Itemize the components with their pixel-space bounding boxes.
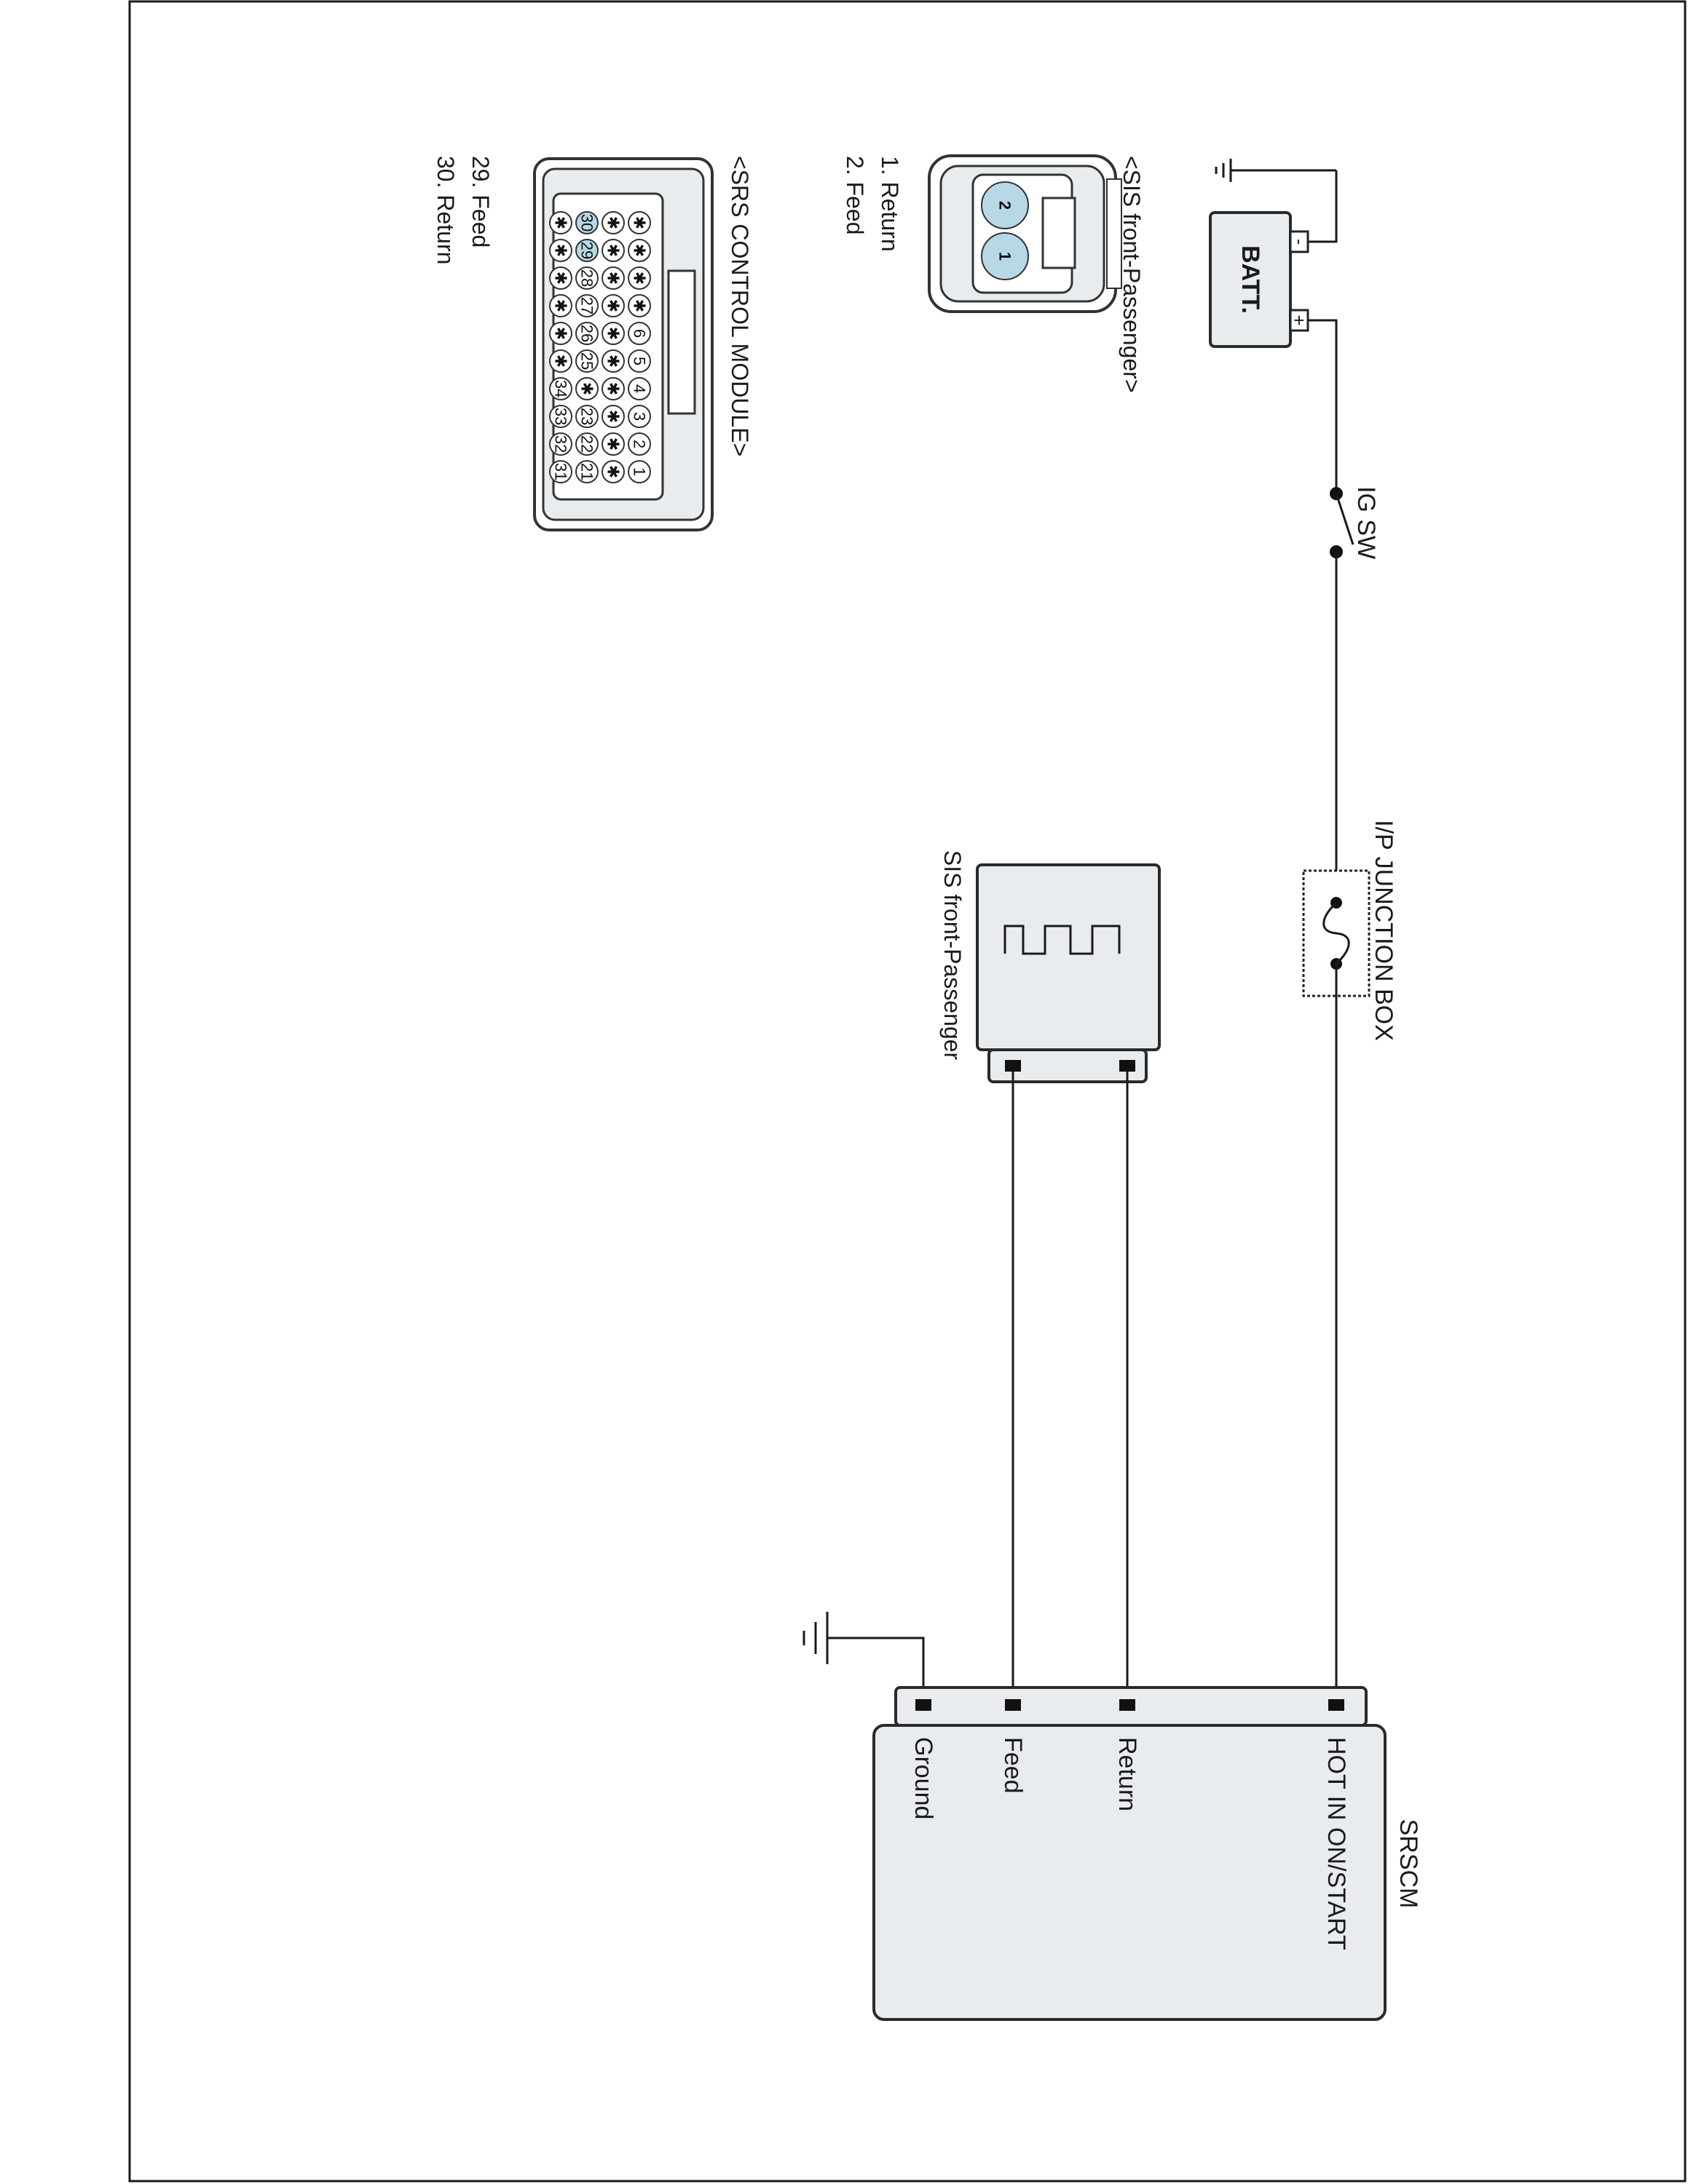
srscm-ground-icon — [802, 1612, 925, 1705]
srs-connector-pin-29: 29. Feed — [468, 156, 494, 248]
svg-text:✱: ✱ — [631, 244, 649, 257]
svg-text:✱: ✱ — [552, 355, 570, 368]
sis-cavity-1 — [981, 232, 1029, 280]
svg-text:✱: ✱ — [631, 299, 649, 312]
ignition-switch — [1330, 487, 1354, 558]
svg-text:✱: ✱ — [604, 244, 623, 257]
battery: BATT. - + — [1209, 211, 1310, 348]
svg-text:✱: ✱ — [552, 244, 570, 257]
svg-text:✱: ✱ — [552, 299, 570, 312]
svg-text:✱: ✱ — [631, 272, 649, 285]
svg-text:28: 28 — [578, 269, 596, 287]
svg-text:29: 29 — [578, 242, 596, 259]
svg-text:5: 5 — [631, 357, 649, 365]
battery-positive-label: + — [1288, 314, 1310, 325]
ip-junction-box-label: I/P JUNCTION BOX — [1370, 820, 1397, 1041]
svg-text:4: 4 — [631, 384, 649, 393]
srs-cavity-30 — [575, 211, 599, 234]
svg-text:✱: ✱ — [604, 272, 623, 285]
srscm-title: SRSCM — [1395, 1819, 1422, 1909]
svg-text:✱: ✱ — [604, 382, 623, 395]
sis-front-passenger-component — [976, 863, 1161, 1083]
wire-batt-pos — [1307, 319, 1338, 494]
sis-connector-pin-2: 2. Feed — [842, 156, 868, 235]
srscm-pin-ground: Ground — [910, 1737, 937, 1819]
wire-batt-neg — [1307, 170, 1338, 243]
svg-text:34: 34 — [552, 380, 570, 397]
sis-cavity-2 — [981, 181, 1029, 229]
svg-text:✱: ✱ — [604, 465, 623, 478]
svg-text:✱: ✱ — [631, 216, 649, 229]
svg-text:26: 26 — [578, 325, 596, 342]
svg-text:27: 27 — [578, 297, 596, 314]
svg-text:22: 22 — [578, 435, 596, 453]
svg-text:✱: ✱ — [552, 327, 570, 340]
srs-connector-title: <SRS CONTROL MODULE> — [727, 156, 753, 456]
svg-text:1: 1 — [631, 467, 649, 476]
svg-text:33: 33 — [552, 408, 570, 425]
sis-component-label: SIS front-Passenger — [939, 850, 966, 1060]
svg-text:✱: ✱ — [604, 327, 623, 340]
srscm-pin-feed: Feed — [999, 1737, 1027, 1794]
svg-text:✱: ✱ — [604, 410, 623, 423]
srscm-pin-return: Return — [1113, 1737, 1141, 1811]
svg-text:✱: ✱ — [604, 216, 623, 229]
svg-text:✱: ✱ — [552, 216, 570, 229]
srscm-pin-hot: HOT IN ON/START — [1322, 1737, 1350, 1950]
svg-text:25: 25 — [578, 352, 596, 370]
sis-cavity-1-label: 1 — [996, 252, 1014, 261]
battery-ground-icon — [1215, 159, 1336, 182]
svg-text:2: 2 — [631, 440, 649, 448]
svg-text:3: 3 — [631, 412, 649, 421]
srs-cavity-29 — [575, 239, 599, 262]
page-border — [128, 0, 1687, 2183]
svg-text:23: 23 — [578, 408, 596, 425]
svg-text:32: 32 — [552, 435, 570, 453]
svg-text:30: 30 — [578, 214, 596, 232]
svg-text:6: 6 — [631, 329, 649, 338]
srs-connector-view: ✱ ✱ ✱ ✱ 6 5 4 3 2 1 ✱ ✱ ✱ ✱ ✱ ✱ ✱ ✱ ✱ ✱ … — [533, 157, 714, 531]
battery-label: BATT. — [1237, 245, 1264, 314]
svg-text:31: 31 — [552, 463, 570, 480]
svg-text:21: 21 — [578, 463, 596, 480]
sis-connector-title: <SIS front-Passenger> — [1119, 156, 1145, 393]
ig-sw-label: IG SW — [1352, 486, 1380, 559]
svg-text:✱: ✱ — [604, 355, 623, 368]
sis-cavity-2-label: 2 — [996, 201, 1014, 210]
srs-connector-pin-30: 30. Return — [433, 156, 459, 264]
svg-text:✱: ✱ — [604, 438, 623, 451]
svg-text:✱: ✱ — [578, 382, 596, 395]
sis-connector-view: 1 2 — [928, 154, 1122, 313]
srscm-module — [872, 1686, 1387, 2021]
battery-negative-label: - — [1290, 239, 1309, 245]
svg-text:✱: ✱ — [604, 299, 623, 312]
svg-text:✱: ✱ — [552, 272, 570, 285]
sis-connector-pin-1: 1. Return — [877, 156, 903, 252]
